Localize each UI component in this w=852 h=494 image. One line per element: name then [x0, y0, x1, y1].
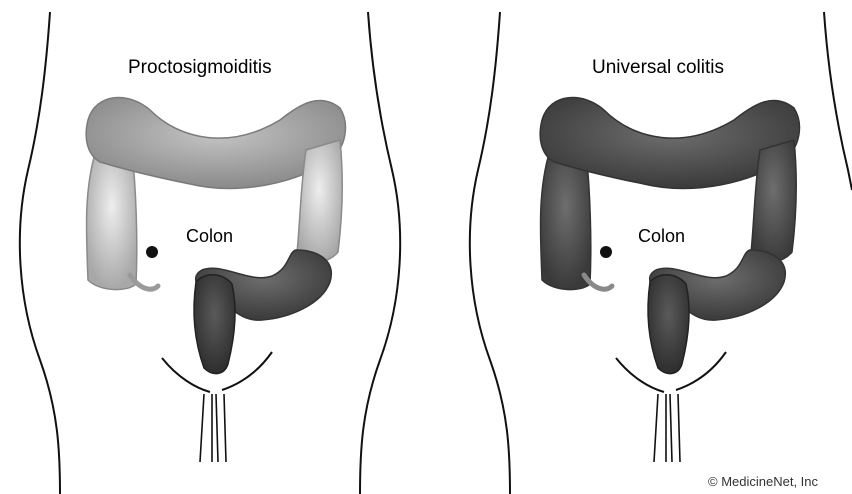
ascending-colon-inflamed: [540, 150, 590, 290]
leg-lines: [654, 394, 680, 462]
panel-title-left: Proctosigmoiditis: [128, 57, 272, 79]
appendix: [130, 275, 158, 289]
panel-title-right: Universal colitis: [592, 57, 724, 79]
ileocecal-spot: [146, 246, 158, 258]
organ-label-right: Colon: [638, 226, 685, 247]
ileocecal-spot: [600, 246, 612, 258]
appendix: [584, 275, 612, 289]
organ-label-left: Colon: [186, 226, 233, 247]
rectum-inflamed: [648, 275, 689, 374]
body-outline-right-side: [824, 12, 852, 190]
panel-proctosigmoiditis: [20, 12, 400, 494]
panel-universal-colitis: [470, 12, 852, 494]
rectum-inflamed: [194, 275, 235, 374]
body-outline-left-side: [20, 12, 60, 494]
copyright-credit: © MedicineNet, Inc: [708, 474, 818, 489]
body-outline-right-side: [360, 12, 400, 494]
body-outline-left-side: [470, 12, 510, 494]
leg-lines: [200, 394, 226, 462]
ascending-colon: [86, 150, 136, 290]
